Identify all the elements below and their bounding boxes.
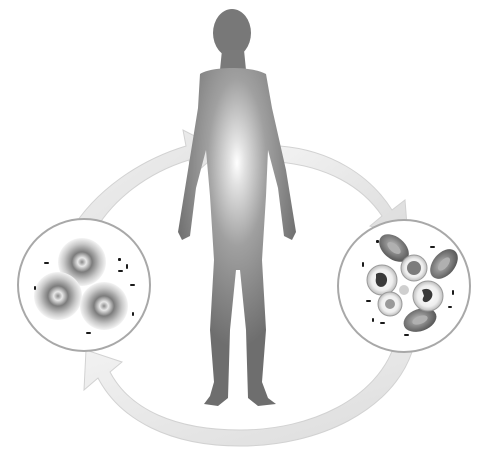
stem-cell <box>80 282 128 330</box>
cells-right <box>338 220 470 352</box>
human-silhouette-icon <box>178 9 296 406</box>
stem-cell <box>34 272 82 320</box>
platelet <box>399 285 409 295</box>
cells-left <box>18 219 150 351</box>
